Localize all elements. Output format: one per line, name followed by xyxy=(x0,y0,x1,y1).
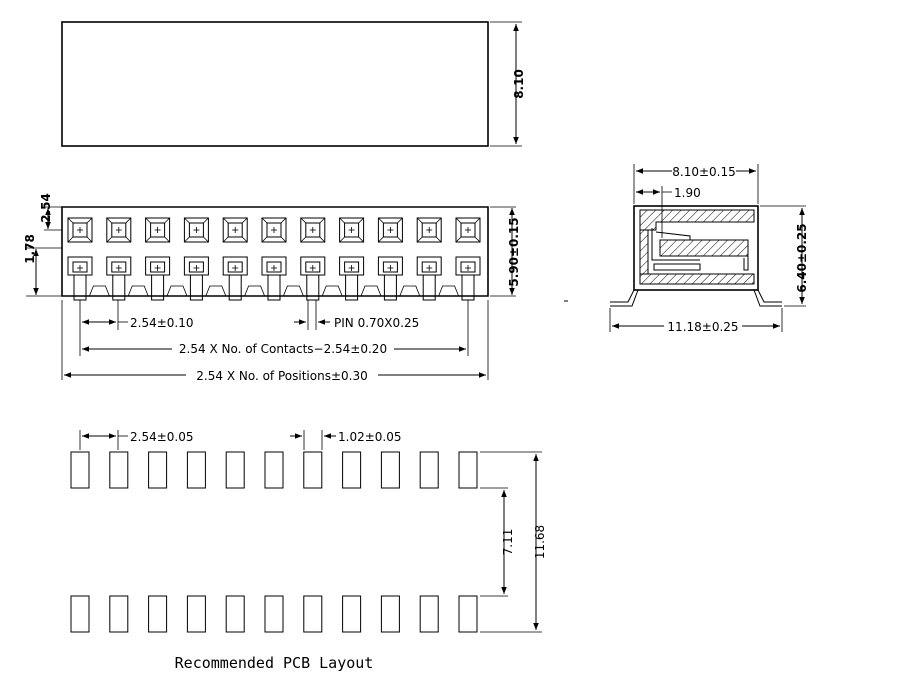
pcb-inner-label: 7.11 xyxy=(501,529,515,556)
pcb-pad xyxy=(148,595,168,633)
pcb-pad xyxy=(380,451,400,489)
pcb-pad xyxy=(419,595,439,633)
pcb-pad-label: 1.02±0.05 xyxy=(338,430,402,444)
pcb-pitch-label: 2.54±0.05 xyxy=(130,430,194,444)
front-pitch-tol-label: 2.54±0.10 xyxy=(130,316,194,330)
pcb-pad xyxy=(264,451,284,489)
pcb-pad xyxy=(342,595,362,633)
pcb-pad xyxy=(109,451,129,489)
front-contact xyxy=(145,217,188,301)
pcb-pads xyxy=(70,451,478,633)
front-contacts-label: 2.54 X No. of Contacts−2.54±0.20 xyxy=(179,342,387,356)
pcb-caption: Recommended PCB Layout xyxy=(175,654,374,672)
front-contact xyxy=(106,217,149,301)
front-view-contacts xyxy=(67,217,481,301)
side-view: 8.10±0.15 1.90 6.40±0.25 11.18±0.25 xyxy=(609,163,809,334)
side-view-body xyxy=(633,205,759,291)
front-view: 2.54 1.78 5.90±0.15 2.54±0.10 PIN 0.70X0… xyxy=(23,193,521,383)
side-offset-label: 1.90 xyxy=(674,186,701,200)
front-contact xyxy=(455,217,481,301)
pcb-pad xyxy=(148,451,168,489)
front-pitch-label: 2.54 xyxy=(39,193,53,223)
front-positions-label: 2.54 X No. of Positions±0.30 xyxy=(196,369,367,383)
pcb-layout: 2.54±0.05 1.02±0.05 7.11 11.68 Recommend… xyxy=(70,430,547,672)
pcb-pad xyxy=(303,595,323,633)
pcb-pad xyxy=(186,595,206,633)
side-span-label: 11.18±0.25 xyxy=(667,320,738,334)
pcb-pad xyxy=(342,451,362,489)
front-contact xyxy=(300,217,343,301)
pcb-pad xyxy=(186,451,206,489)
pcb-pad xyxy=(264,595,284,633)
front-contact xyxy=(222,217,265,301)
front-contact xyxy=(261,217,304,301)
front-height-label: 5.90±0.15 xyxy=(507,217,521,286)
pcb-pad xyxy=(225,451,245,489)
top-view: 8.10 xyxy=(61,21,526,147)
pcb-pad xyxy=(225,595,245,633)
pcb-pad xyxy=(303,451,323,489)
front-contact xyxy=(377,217,421,301)
pcb-pad xyxy=(70,451,90,489)
pcb-pad xyxy=(109,595,129,633)
front-contact xyxy=(183,217,227,301)
front-row-offset-label: 1.78 xyxy=(23,234,37,264)
front-contact xyxy=(339,217,382,301)
front-view-housing xyxy=(61,206,489,297)
side-width-label: 8.10±0.15 xyxy=(672,165,736,179)
pcb-pad xyxy=(70,595,90,633)
pcb-pad xyxy=(458,595,478,633)
pcb-pad xyxy=(419,451,439,489)
front-contact xyxy=(416,217,459,301)
front-contact xyxy=(67,217,110,301)
front-pin-label: PIN 0.70X0.25 xyxy=(334,316,419,330)
pcb-outer-label: 11.68 xyxy=(533,525,547,559)
top-view-body xyxy=(61,21,489,147)
pcb-pad xyxy=(458,451,478,489)
side-height-label: 6.40±0.25 xyxy=(795,223,809,292)
pcb-pad xyxy=(380,595,400,633)
top-view-height-label: 8.10 xyxy=(512,69,526,99)
